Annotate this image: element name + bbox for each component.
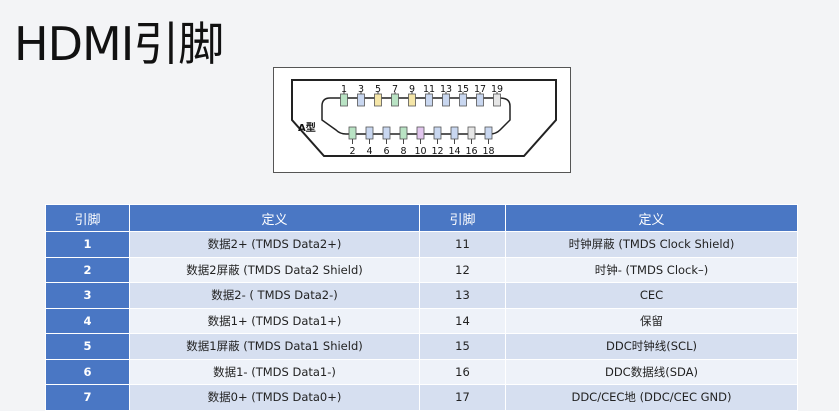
- top-pin-label: 11: [423, 84, 435, 95]
- pin-definition: DDC时钟线(SCL): [505, 333, 798, 360]
- header-definition-a: 定义: [129, 204, 420, 232]
- pin-definition: 数据1+ (TMDS Data1+): [129, 307, 420, 334]
- bottom-pin-contact: [382, 126, 391, 140]
- top-pin-contact: [476, 93, 484, 107]
- bottom-pin-label: 6: [383, 146, 389, 157]
- pin-number: 4: [45, 307, 130, 334]
- pin-number: 16: [419, 358, 506, 385]
- top-pin-contact: [340, 93, 348, 107]
- pin-definition: 保留: [505, 307, 798, 334]
- bottom-pin-label: 4: [366, 146, 372, 157]
- top-pin-label: 3: [358, 84, 364, 95]
- table-row: 4 数据1+ (TMDS Data1+) 14 保留: [45, 307, 798, 334]
- pin-number: 13: [419, 282, 506, 309]
- pin-definition-table: 引脚 定义 引脚 定义 1 数据2+ (TMDS Data2+) 11 时钟屏蔽…: [45, 204, 798, 411]
- pin-definition: DDC数据线(SDA): [505, 358, 798, 385]
- pin-definition: 数据2屏蔽 (TMDS Data2 Shield): [129, 256, 420, 283]
- pin-number: 3: [45, 282, 130, 309]
- pin-definition: 数据2+ (TMDS Data2+): [129, 231, 420, 258]
- top-pin-label: 9: [409, 84, 415, 95]
- bottom-pin-contact: [484, 126, 493, 140]
- pin-number: 6: [45, 358, 130, 385]
- pin-definition: DDC/CEC地 (DDC/CEC GND): [505, 384, 798, 411]
- top-pin-label: 17: [474, 84, 486, 95]
- table-row: 7 数据0+ (TMDS Data0+) 17 DDC/CEC地 (DDC/CE…: [45, 384, 798, 411]
- pin-definition: 时钟屏蔽 (TMDS Clock Shield): [505, 231, 798, 258]
- pin-number: 7: [45, 384, 130, 411]
- table-row: 6 数据1- (TMDS Data1-) 16 DDC数据线(SDA): [45, 358, 798, 385]
- top-pin-label: 5: [375, 84, 381, 95]
- top-pin-contact: [408, 93, 416, 107]
- bottom-pin-contact: [399, 126, 408, 140]
- pin-definition: 数据2- ( TMDS Data2-): [129, 282, 420, 309]
- pin-number: 15: [419, 333, 506, 360]
- bottom-pin-contact: [365, 126, 374, 140]
- table-row: 5 数据1屏蔽 (TMDS Data1 Shield) 15 DDC时钟线(SC…: [45, 333, 798, 360]
- pin-number: 12: [419, 256, 506, 283]
- header-pin-a: 引脚: [45, 204, 130, 232]
- bottom-pin-contact: [433, 126, 442, 140]
- bottom-pin-label: 2: [349, 146, 355, 157]
- top-pin-contact: [459, 93, 467, 107]
- top-pin-contact: [357, 93, 365, 107]
- top-pin-label: 19: [491, 84, 503, 95]
- top-pin-contact: [493, 93, 501, 107]
- table-row: 1 数据2+ (TMDS Data2+) 11 时钟屏蔽 (TMDS Clock…: [45, 231, 798, 258]
- pin-definition: 数据0+ (TMDS Data0+): [129, 384, 420, 411]
- header-definition-b: 定义: [505, 204, 798, 232]
- pin-number: 2: [45, 256, 130, 283]
- header-pin-b: 引脚: [419, 204, 506, 232]
- bottom-pin-label: 14: [448, 146, 460, 157]
- connector-type-label: A型: [298, 121, 316, 134]
- table-row: 3 数据2- ( TMDS Data2-) 13 CEC: [45, 282, 798, 309]
- bottom-pin-label: 10: [414, 146, 426, 157]
- bottom-pin-contact: [450, 126, 459, 140]
- bottom-pin-label: 16: [465, 146, 477, 157]
- top-pin-contact: [442, 93, 450, 107]
- pin-number: 1: [45, 231, 130, 258]
- top-pin-label: 7: [392, 84, 398, 95]
- top-pin-label: 15: [457, 84, 469, 95]
- top-pin-label: 1: [341, 84, 347, 95]
- bottom-pin-contact: [348, 126, 357, 140]
- top-pin-contact: [374, 93, 382, 107]
- pin-definition: 数据1- (TMDS Data1-): [129, 358, 420, 385]
- top-pin-contact: [425, 93, 433, 107]
- pin-number: 14: [419, 307, 506, 334]
- pin-number: 11: [419, 231, 506, 258]
- bottom-pin-label: 8: [400, 146, 406, 157]
- top-pin-label: 13: [440, 84, 452, 95]
- page-title: HDMI引脚: [14, 17, 224, 71]
- pin-definition: 数据1屏蔽 (TMDS Data1 Shield): [129, 333, 420, 360]
- pin-number: 17: [419, 384, 506, 411]
- bottom-pin-contact: [416, 126, 425, 140]
- table-header-row: 引脚 定义 引脚 定义: [45, 204, 798, 232]
- pin-number: 5: [45, 333, 130, 360]
- connector-outer-outline: [291, 79, 557, 157]
- pin-definition: CEC: [505, 282, 798, 309]
- bottom-pin-contact: [467, 126, 476, 140]
- table-row: 2 数据2屏蔽 (TMDS Data2 Shield) 12 时钟- (TMDS…: [45, 256, 798, 283]
- bottom-pin-label: 18: [482, 146, 494, 157]
- connector-inner-outline: [321, 97, 511, 135]
- top-pin-contact: [391, 93, 399, 107]
- pin-definition: 时钟- (TMDS Clock–): [505, 256, 798, 283]
- bottom-pin-label: 12: [431, 146, 443, 157]
